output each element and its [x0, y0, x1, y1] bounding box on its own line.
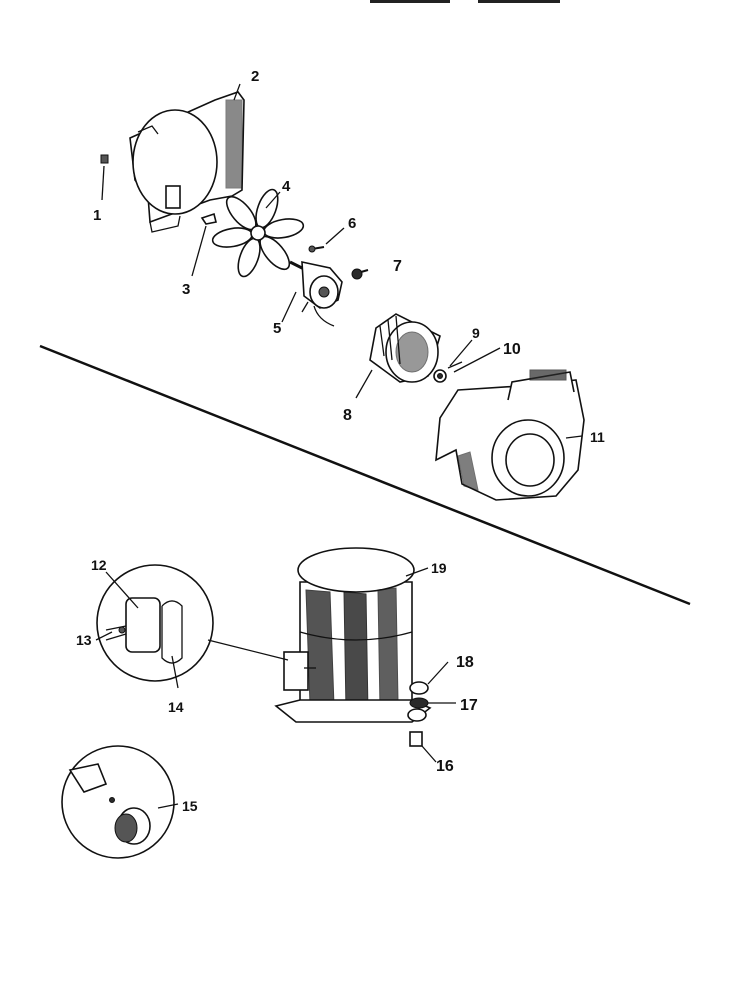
callout-17: 17	[460, 697, 478, 714]
callout-8: 8	[343, 407, 352, 424]
section-divider-line	[39, 344, 691, 606]
callout-13: 13	[76, 632, 92, 648]
callout-3: 3	[182, 281, 190, 298]
filter-detail-circle	[61, 745, 175, 859]
callout-14: 14	[168, 699, 184, 715]
nut-and-washer	[433, 361, 463, 383]
screw-part	[308, 245, 325, 253]
mounting-grommets	[407, 681, 429, 747]
callout-12: 12	[91, 557, 107, 573]
callout-9: 9	[472, 325, 480, 341]
callout-7: 7	[393, 258, 402, 275]
callout-11: 11	[590, 429, 605, 445]
fan-motor	[289, 260, 343, 327]
callout-4: 4	[282, 178, 291, 195]
blower-housing	[435, 369, 585, 501]
fan-blade	[211, 188, 305, 278]
bolt-part	[351, 268, 369, 280]
callout-10: 10	[503, 341, 521, 358]
callout-19: 19	[431, 560, 447, 576]
callout-1: 1	[93, 207, 101, 224]
header-marks	[370, 0, 560, 3]
callout-16: 16	[436, 758, 454, 775]
clip-part	[100, 154, 109, 164]
callout-5: 5	[273, 320, 281, 337]
blower-wheel	[369, 313, 441, 383]
callout-6: 6	[348, 215, 356, 232]
leader-lines	[95, 83, 583, 809]
callout-18: 18	[456, 654, 474, 671]
bracket-part	[200, 212, 217, 225]
callout-labels: 1 2 3 4 5 6 7 8 9 10 11 12 13 14 15 16 1…	[76, 68, 605, 814]
terminal-detail-circle	[96, 564, 289, 682]
fan-shroud	[129, 91, 245, 233]
callout-2: 2	[251, 68, 259, 85]
compressor	[274, 547, 432, 723]
callout-15: 15	[182, 798, 198, 814]
